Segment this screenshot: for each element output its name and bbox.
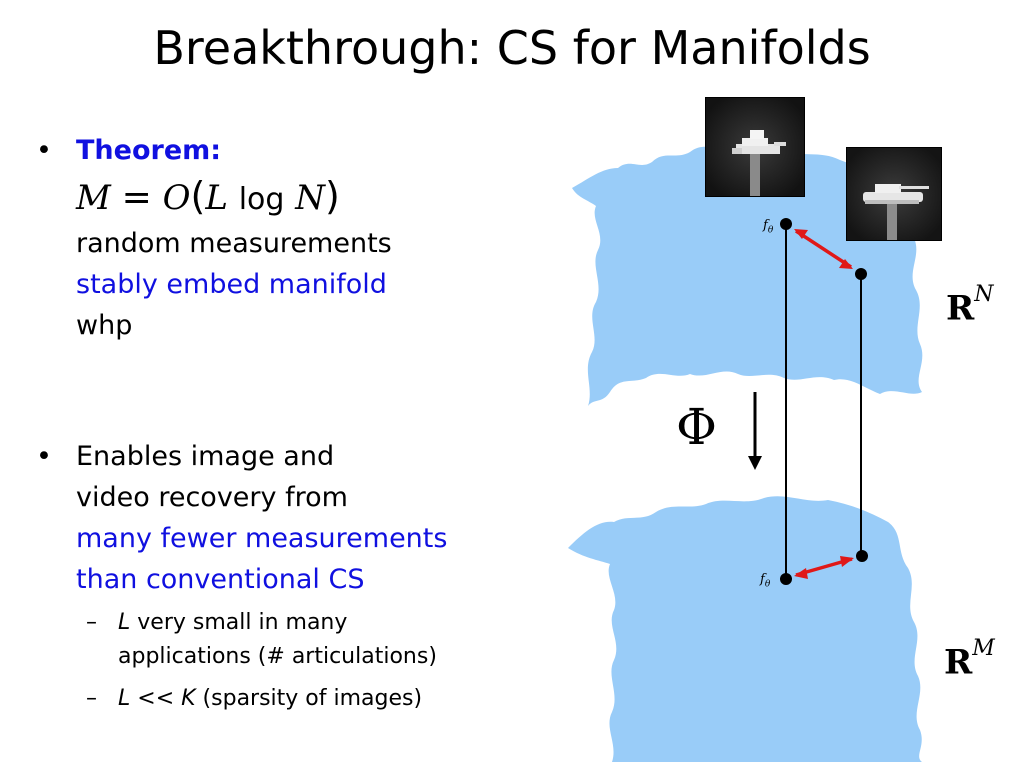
theorem-line-whp: whp bbox=[76, 305, 576, 346]
bullet-theorem-body: Theorem: M = O(L log N) random measureme… bbox=[76, 130, 576, 346]
phi-arrow-head bbox=[748, 456, 762, 470]
f-theta-label-bottom: fθ bbox=[760, 572, 770, 590]
point-top-left bbox=[780, 218, 792, 230]
bullet-marker: • bbox=[36, 130, 66, 171]
space-base: R bbox=[946, 288, 974, 328]
theorem-line-random: random measurements bbox=[76, 223, 576, 264]
enables-line-2: video recovery from bbox=[76, 477, 576, 518]
var-l: L bbox=[118, 610, 130, 635]
subitem-articulations-body: L very small in many applications (# art… bbox=[118, 606, 558, 674]
theorem-line-embed: stably embed manifold bbox=[76, 264, 576, 305]
f-theta-label-top: fθ bbox=[763, 218, 773, 236]
subitem-text: (sparsity of images) bbox=[196, 686, 423, 711]
space-label-rm: RM bbox=[944, 642, 995, 682]
space-exponent: N bbox=[974, 282, 993, 307]
theorem-heading: Theorem: bbox=[76, 130, 576, 171]
enables-line-1: Enables image and bbox=[76, 436, 576, 477]
tank-image-front-view bbox=[705, 97, 805, 197]
enables-line-3: many fewer measurements bbox=[76, 518, 576, 559]
var-k: K bbox=[181, 686, 195, 711]
bullet-enables-body: Enables image and video recovery from ma… bbox=[76, 436, 576, 600]
point-bottom-left bbox=[780, 573, 792, 585]
subitem-sparsity-body: L << K (sparsity of images) bbox=[118, 682, 558, 716]
tank-front-icon bbox=[706, 98, 804, 196]
eq-bigo: O bbox=[163, 178, 191, 218]
subitem-mid: << bbox=[130, 686, 181, 711]
enables-line-4: than conventional CS bbox=[76, 559, 576, 600]
theta-subscript: θ bbox=[768, 226, 773, 236]
eq-close-paren: ) bbox=[325, 174, 340, 218]
manifold-bottom-shape bbox=[568, 496, 922, 762]
tank-image-side-view bbox=[846, 147, 942, 241]
space-label-rn: RN bbox=[946, 288, 994, 328]
eq-m: M bbox=[76, 178, 111, 218]
subitem-line-1: L very small in many bbox=[118, 606, 558, 640]
eq-l: L bbox=[205, 178, 228, 218]
subitem-text: very small in many bbox=[130, 610, 347, 635]
eq-equals: = bbox=[122, 177, 152, 218]
tank-side-icon bbox=[847, 148, 941, 240]
theorem-equation: M = O(L log N) bbox=[76, 173, 576, 223]
subitem-dash: – bbox=[86, 606, 97, 640]
phi-operator-label: Φ bbox=[676, 398, 717, 456]
subitem-line-2: applications (# articulations) bbox=[118, 640, 558, 674]
theta-subscript: θ bbox=[765, 580, 770, 590]
space-exponent: M bbox=[972, 636, 995, 661]
eq-open-paren: ( bbox=[191, 174, 206, 218]
eq-n: N bbox=[295, 178, 325, 218]
eq-log: log bbox=[239, 182, 285, 217]
point-top-right bbox=[855, 268, 867, 280]
bullet-marker: • bbox=[36, 436, 66, 477]
point-bottom-right bbox=[856, 550, 868, 562]
subitem-dash: – bbox=[86, 682, 97, 716]
var-l: L bbox=[118, 686, 130, 711]
space-base: R bbox=[944, 642, 972, 682]
subitem-line-1: L << K (sparsity of images) bbox=[118, 682, 558, 716]
